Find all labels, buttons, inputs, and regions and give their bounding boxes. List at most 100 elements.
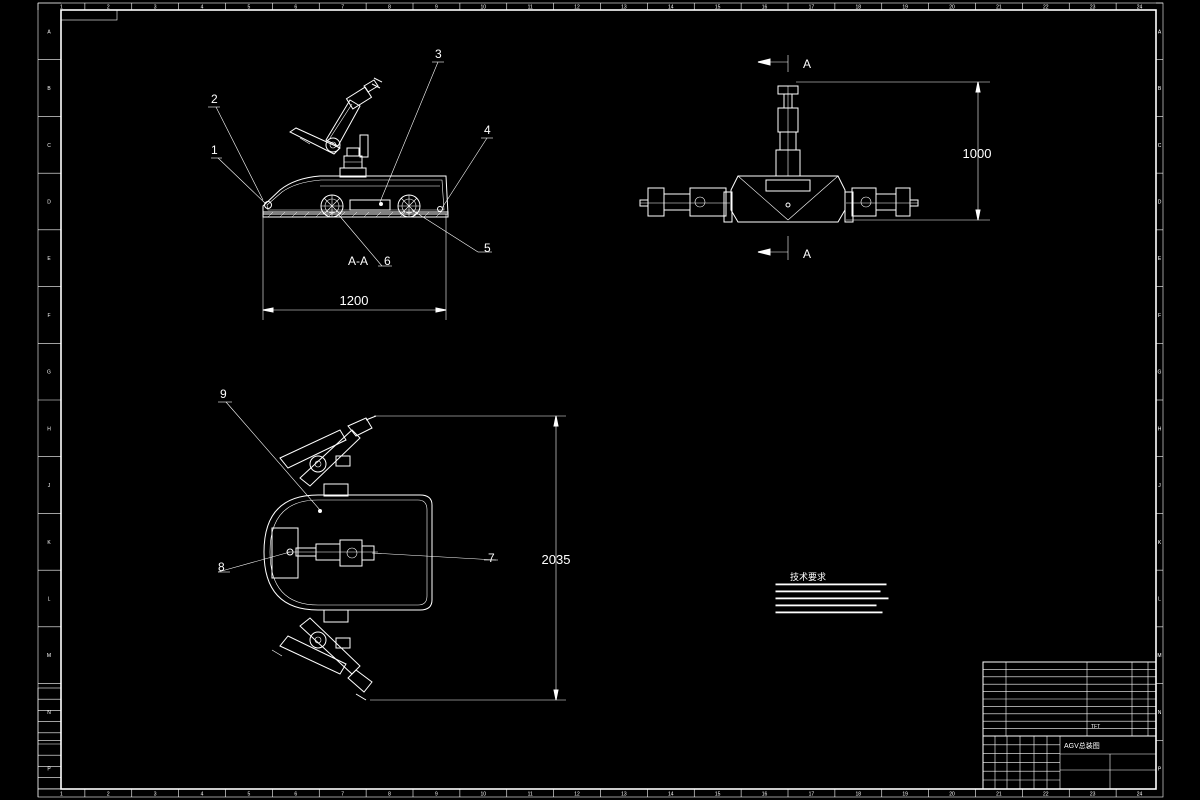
callout-3: 3 — [435, 47, 442, 61]
section-arrow-top-label: A — [803, 57, 811, 71]
callout-4: 4 — [484, 123, 491, 137]
border-row-letter: A — [1158, 29, 1162, 35]
border-row-letter: K — [47, 540, 51, 546]
border-column-number: 15 — [715, 5, 721, 11]
border-column-number: 24 — [1137, 5, 1143, 11]
drawing-border: 1122334455667788991010111112121313141415… — [37, 2, 1164, 798]
border-column-number: 14 — [668, 792, 674, 798]
border-column-number: 3 — [154, 5, 157, 11]
border-column-number: 20 — [949, 792, 955, 798]
border-row-letter: G — [47, 370, 51, 376]
tech-lines-placeholder — [775, 583, 889, 614]
border-row-letter: J — [1158, 483, 1161, 489]
callout-7: 7 — [488, 551, 495, 565]
border-column-number: 18 — [856, 792, 862, 798]
border-row-letter: J — [48, 483, 51, 489]
border-column-number: 21 — [996, 5, 1002, 11]
border-column-number: 10 — [481, 792, 487, 798]
bom-table — [983, 669, 1156, 737]
dim-length: 1200 — [340, 293, 369, 308]
border-column-number: 2 — [107, 5, 110, 11]
border-column-number: 5 — [248, 792, 251, 798]
border-row-letter: E — [47, 256, 51, 262]
border-column-number: 11 — [528, 5, 533, 11]
border-row-letter: B — [47, 86, 51, 92]
border-column-number: 8 — [388, 5, 391, 11]
top-view-callouts: 9 8 7 — [217, 387, 498, 574]
border-row-letter: H — [47, 426, 51, 432]
tech-requirements: 技术要求 — [775, 571, 889, 614]
top-view: 2035 — [263, 415, 571, 701]
callout-1: 1 — [211, 143, 218, 157]
border-column-number: 12 — [574, 792, 580, 798]
border-row-letter: C — [1158, 143, 1162, 149]
border-column-number: 6 — [294, 792, 297, 798]
border-row-letter: A — [47, 29, 51, 35]
border-row-letter: P — [47, 767, 51, 773]
border-row-letter: H — [1158, 426, 1162, 432]
wheel-left — [320, 194, 344, 218]
border-row-letter: C — [47, 143, 51, 149]
border-row-letter: D — [1158, 200, 1162, 206]
side-view: 1200 A-A — [262, 77, 449, 320]
section-arrow-bottom-label: A — [803, 247, 811, 261]
border-row-letter: F — [1158, 313, 1161, 319]
border-row-letter: K — [1158, 540, 1162, 546]
wheel-right — [397, 194, 421, 218]
tech-title: 技术要求 — [790, 571, 826, 582]
dim-width: 2035 — [542, 552, 571, 567]
border-column-number: 1 — [60, 5, 63, 11]
dim-height: 1000 — [963, 146, 992, 161]
border-column-number: 9 — [435, 792, 438, 798]
border-column-number: 23 — [1090, 792, 1096, 798]
drawing-name: AGV总装图 — [1064, 741, 1100, 750]
border-column-number: 10 — [481, 5, 487, 11]
border-column-number: 9 — [435, 5, 438, 11]
border-column-number: 22 — [1043, 5, 1049, 11]
border-column-number: 3 — [154, 792, 157, 798]
border-column-number: 4 — [201, 792, 204, 798]
border-column-number: 16 — [762, 5, 768, 11]
border-column-number: 14 — [668, 5, 674, 11]
border-row-letter: G — [1158, 370, 1162, 376]
border-column-number: 13 — [621, 5, 627, 11]
border-column-number: 13 — [621, 792, 627, 798]
border-row-letter: E — [1158, 256, 1162, 262]
border-row-letter: M — [47, 653, 51, 659]
front-view: A A 1000 — [639, 55, 992, 261]
border-row-letter: L — [1158, 597, 1161, 603]
border-column-number: 8 — [388, 792, 391, 798]
border-column-number: 7 — [341, 792, 344, 798]
border-row-letter: D — [47, 200, 51, 206]
section-label: A-A — [348, 254, 368, 268]
side-view-callouts: 1 2 3 4 5 6 — [208, 47, 493, 268]
border-row-letter: B — [1158, 86, 1162, 92]
callout-2: 2 — [211, 92, 218, 106]
border-column-number: 22 — [1043, 792, 1049, 798]
border-column-number: 11 — [528, 792, 533, 798]
border-column-number: 21 — [996, 792, 1002, 798]
callout-6: 6 — [384, 254, 391, 268]
border-column-number: 23 — [1090, 5, 1096, 11]
border-column-number: 12 — [574, 5, 580, 11]
border-column-number: 18 — [856, 5, 862, 11]
border-column-number: 5 — [248, 5, 251, 11]
border-row-letter: N — [1158, 710, 1162, 716]
border-column-number: 17 — [809, 5, 815, 11]
bom-material: TFT — [1091, 724, 1100, 730]
border-column-number: 16 — [762, 792, 768, 798]
border-column-number: 19 — [902, 5, 908, 11]
border-column-number: 17 — [809, 792, 815, 798]
title-block: TFT AGV总装图 — [982, 661, 1157, 790]
border-column-number: 4 — [201, 5, 204, 11]
border-column-number: 7 — [341, 5, 344, 11]
border-row-letter: N — [47, 710, 51, 716]
border-column-number: 6 — [294, 5, 297, 11]
signoff-panel — [37, 687, 62, 790]
border-row-letter: F — [47, 313, 50, 319]
border-column-number: 20 — [949, 5, 955, 11]
border-row-letter: L — [48, 597, 51, 603]
border-row-letter: M — [1157, 653, 1161, 659]
border-column-number: 2 — [107, 792, 110, 798]
